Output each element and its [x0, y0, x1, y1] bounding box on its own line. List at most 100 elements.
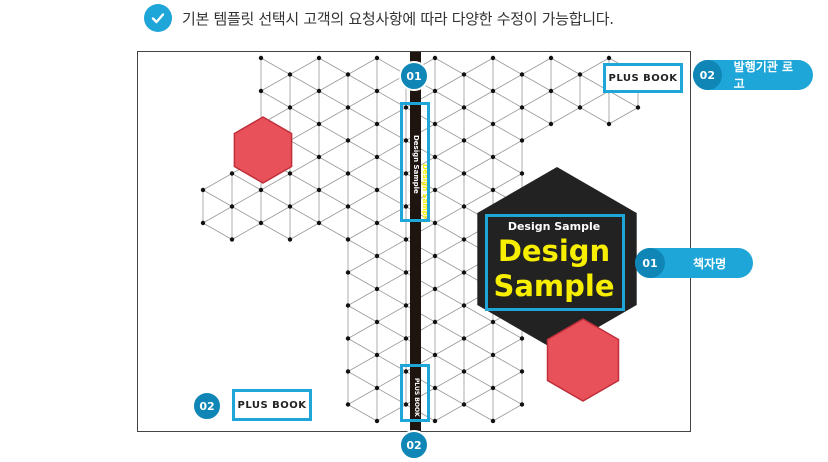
lattice-dot	[374, 418, 380, 424]
lattice-dot	[490, 352, 496, 358]
lattice-line	[318, 156, 349, 174]
lattice-line	[347, 140, 378, 158]
lattice-dot	[403, 237, 409, 242]
lattice-dot	[519, 138, 525, 143]
lattice-dot	[519, 72, 525, 77]
lattice-line	[492, 57, 523, 75]
lattice-dot	[461, 270, 467, 275]
lattice-dot	[432, 187, 438, 193]
publisher-logo-num: 02	[693, 60, 722, 90]
lattice-line	[463, 156, 494, 174]
lattice-dot	[432, 220, 438, 226]
lattice-dot	[432, 154, 438, 160]
lattice-line	[376, 255, 407, 273]
lattice-dot	[403, 402, 409, 407]
lattice-line	[434, 321, 465, 339]
lattice-line	[260, 173, 291, 191]
lattice-line	[318, 140, 349, 158]
lattice-dot	[461, 138, 467, 143]
lattice-dot	[258, 187, 264, 193]
title-line-1: Design	[497, 234, 611, 268]
lattice-dot	[316, 220, 322, 226]
lattice-dot	[548, 55, 554, 61]
book-spine	[410, 52, 421, 431]
lattice-dot	[345, 270, 351, 275]
lattice-line	[231, 222, 262, 240]
title-frame	[485, 214, 625, 311]
lattice-dot	[432, 385, 438, 391]
lattice-dot	[374, 319, 380, 325]
lattice-line	[289, 173, 320, 191]
spine-title: Design Sample	[412, 134, 420, 194]
lattice-line	[434, 371, 465, 389]
lattice-line	[318, 189, 349, 207]
spine-logo-frame	[400, 364, 430, 422]
lattice-dot	[548, 121, 554, 127]
lattice-line	[347, 74, 378, 92]
lattice-dot	[316, 121, 322, 127]
lattice-line	[260, 222, 291, 240]
lattice-line	[347, 107, 378, 125]
book-cover: Design Sample Design Sample PLUS BOOK PL…	[137, 51, 691, 432]
lattice-dot	[200, 220, 206, 226]
lattice-dot	[374, 121, 380, 127]
lattice-dot	[490, 55, 496, 61]
lattice-dot	[403, 204, 409, 209]
lattice-line	[289, 206, 320, 224]
lattice-dot	[403, 369, 409, 374]
lattice-dot	[200, 187, 206, 193]
lattice-line	[376, 239, 407, 257]
lattice-line	[608, 90, 639, 108]
lattice-dot	[229, 204, 235, 209]
lattice-line	[289, 107, 320, 125]
lattice-line	[463, 338, 494, 356]
title-line-2: Sample	[493, 269, 615, 303]
lattice-line	[492, 321, 523, 339]
book-title-num: 01	[635, 248, 665, 278]
lattice-dot	[403, 171, 409, 176]
lattice-line	[347, 338, 378, 356]
lattice-dot	[490, 121, 496, 127]
lattice-line	[463, 404, 494, 422]
lattice-line	[492, 173, 523, 191]
lattice-line	[434, 239, 465, 257]
back-logo-badge: 02	[192, 391, 222, 421]
lattice-line	[492, 387, 523, 405]
lattice-dot	[345, 72, 351, 77]
lattice-line	[289, 123, 320, 141]
lattice-dot	[490, 154, 496, 160]
lattice-dot	[316, 154, 322, 160]
lattice-line	[260, 74, 291, 92]
lattice-dot	[345, 105, 351, 110]
lattice-line	[347, 255, 378, 273]
lattice-line	[492, 338, 523, 356]
book-title-callout: 01 책자명	[635, 248, 753, 278]
lattice-dot	[490, 319, 496, 325]
lattice-line	[231, 173, 262, 191]
lattice-line	[521, 90, 552, 108]
lattice-dot	[345, 336, 351, 341]
lattice-dot	[374, 385, 380, 391]
lattice-line	[347, 222, 378, 240]
lattice-line	[492, 90, 523, 108]
lattice-line	[550, 90, 581, 108]
red-hexagon	[546, 318, 620, 402]
lattice-dot	[374, 187, 380, 193]
lattice-line	[579, 90, 610, 108]
lattice-line	[289, 74, 320, 92]
lattice-line	[463, 387, 494, 405]
lattice-dot	[403, 138, 409, 143]
lattice-line	[347, 90, 378, 108]
notice-text: 기본 템플릿 선택시 고객의 요청사항에 따라 다양한 수정이 가능합니다.	[182, 9, 614, 28]
lattice-dot	[461, 72, 467, 77]
lattice-line	[492, 140, 523, 158]
lattice-line	[434, 173, 465, 191]
lattice-line	[434, 354, 465, 372]
lattice-dot	[432, 352, 438, 358]
lattice-line	[492, 107, 523, 125]
lattice-dot	[461, 237, 467, 242]
lattice-line	[521, 107, 552, 125]
lattice-line	[434, 288, 465, 306]
lattice-dot	[374, 220, 380, 226]
lattice-line	[318, 90, 349, 108]
